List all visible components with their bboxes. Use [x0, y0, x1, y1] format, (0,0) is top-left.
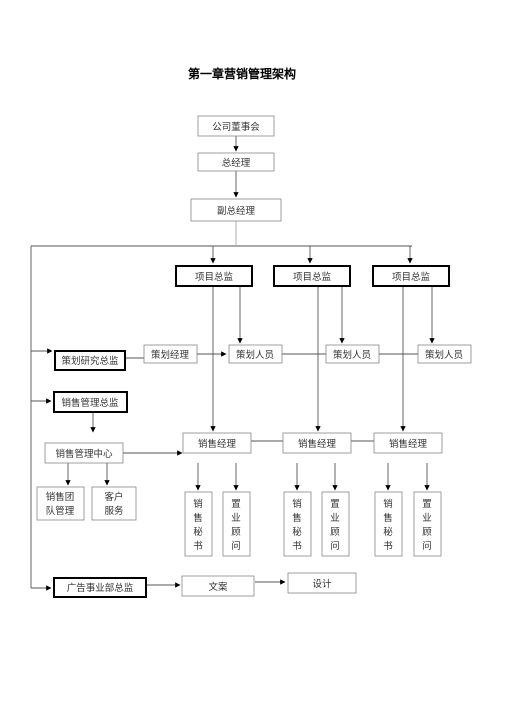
sales-manager-node-1: 销售经理 — [182, 432, 252, 454]
svg-text:业: 业 — [422, 513, 432, 524]
svg-text:顾: 顾 — [330, 527, 340, 538]
svg-text:置: 置 — [231, 499, 241, 510]
sales-manager-node-2: 销售经理 — [282, 432, 352, 454]
copywriting-node: 文案 — [181, 575, 255, 597]
svg-text:问: 问 — [422, 540, 432, 552]
connectors — [30, 136, 435, 591]
sales-secretary-node-2: 销 售 秘 书 — [283, 491, 312, 557]
sales-secretary-node-1: 销 售 秘 书 — [184, 491, 213, 557]
planning-manager-node: 策划经理 — [143, 344, 198, 364]
svg-text:项目总监: 项目总监 — [392, 271, 431, 283]
svg-text:策划人员: 策划人员 — [236, 349, 274, 361]
project-director-node-3: 项目总监 — [372, 265, 450, 287]
svg-text:问: 问 — [231, 540, 241, 552]
customer-service-node: 客户 服务 — [91, 486, 137, 521]
sales-secretary-node-3: 销 售 秘 书 — [374, 491, 403, 557]
svg-text:业: 业 — [330, 513, 340, 524]
svg-text:秘: 秘 — [292, 526, 302, 538]
svg-text:置: 置 — [330, 499, 340, 510]
svg-text:销售管理中心: 销售管理中心 — [55, 448, 113, 460]
svg-text:项目总监: 项目总监 — [293, 271, 332, 283]
board-node: 公司董事会 — [197, 115, 275, 137]
svg-text:文案: 文案 — [208, 581, 228, 593]
sales-team-node: 销售团 队管理 — [36, 486, 85, 521]
svg-text:书: 书 — [383, 541, 393, 552]
sales-director-node: 销售管理总监 — [53, 391, 128, 413]
general-manager-node: 总经理 — [197, 152, 275, 172]
svg-text:售: 售 — [193, 512, 203, 524]
svg-text:书: 书 — [292, 541, 302, 552]
sales-manager-node-3: 销售经理 — [373, 432, 443, 454]
svg-text:顾: 顾 — [231, 527, 241, 538]
svg-text:设计: 设计 — [312, 578, 332, 590]
page-title: 第一章营销管理架构 — [188, 66, 296, 81]
svg-text:策划人员: 策划人员 — [425, 349, 463, 361]
svg-text:销: 销 — [292, 498, 302, 510]
svg-text:销售管理总监: 销售管理总监 — [61, 397, 119, 409]
svg-text:顾: 顾 — [422, 527, 432, 538]
svg-text:策划研究总监: 策划研究总监 — [61, 355, 119, 367]
svg-text:公司董事会: 公司董事会 — [212, 121, 260, 133]
project-director-node-2: 项目总监 — [273, 265, 351, 287]
svg-text:队管理: 队管理 — [46, 505, 75, 517]
svg-text:销售经理: 销售经理 — [198, 438, 237, 450]
svg-text:客户: 客户 — [104, 491, 123, 503]
svg-text:销售团: 销售团 — [46, 491, 75, 503]
project-director-node-1: 项目总监 — [175, 265, 253, 287]
planner-node-3: 策划人员 — [417, 344, 472, 364]
svg-text:项目总监: 项目总监 — [195, 271, 234, 283]
svg-text:书: 书 — [193, 541, 203, 552]
sales-center-node: 销售管理中心 — [44, 442, 124, 464]
ad-director-node: 广告事业部总监 — [53, 577, 147, 598]
svg-text:策划人员: 策划人员 — [333, 349, 371, 361]
svg-text:服务: 服务 — [104, 505, 124, 517]
svg-text:广告事业部总监: 广告事业部总监 — [67, 582, 134, 594]
planner-node-2: 策划人员 — [325, 344, 380, 364]
svg-text:销售经理: 销售经理 — [389, 438, 428, 450]
svg-text:业: 业 — [231, 513, 241, 524]
svg-text:销售经理: 销售经理 — [298, 438, 337, 450]
property-consultant-node-1: 置 业 顾 问 — [222, 491, 251, 557]
svg-text:问: 问 — [330, 540, 340, 552]
svg-text:秘: 秘 — [193, 526, 203, 538]
planner-node-1: 策划人员 — [228, 344, 283, 364]
svg-text:秘: 秘 — [383, 526, 393, 538]
design-node: 设计 — [287, 572, 357, 594]
svg-text:总经理: 总经理 — [222, 157, 251, 169]
svg-text:策划经理: 策划经理 — [151, 349, 190, 361]
svg-text:销: 销 — [383, 498, 393, 510]
vice-general-manager-node: 副总经理 — [190, 198, 282, 222]
svg-text:销: 销 — [193, 498, 203, 510]
svg-text:售: 售 — [383, 512, 393, 524]
planning-research-director-node: 策划研究总监 — [54, 350, 126, 371]
svg-text:售: 售 — [292, 512, 302, 524]
svg-text:置: 置 — [422, 499, 432, 510]
property-consultant-node-3: 置 业 顾 问 — [413, 491, 442, 557]
svg-text:副总经理: 副总经理 — [217, 205, 256, 217]
property-consultant-node-2: 置 业 顾 问 — [321, 491, 350, 557]
